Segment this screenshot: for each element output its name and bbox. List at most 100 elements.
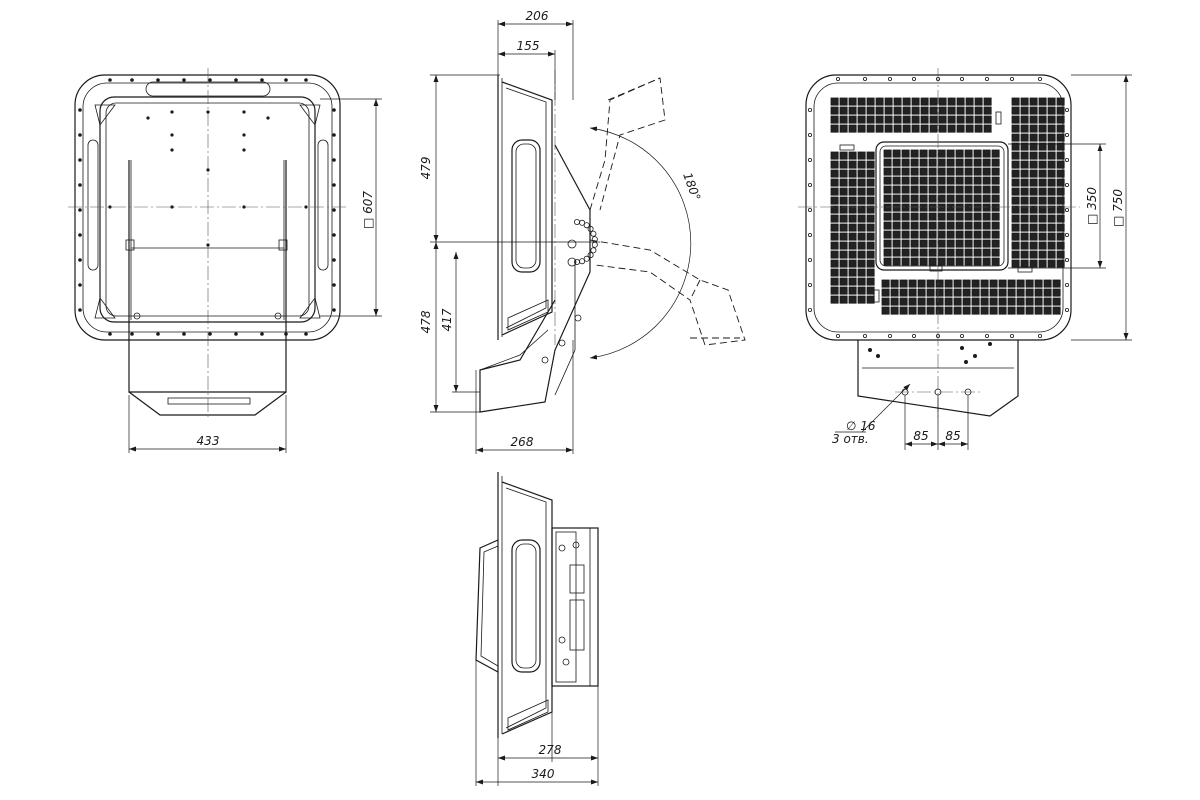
mounting-hole: [960, 333, 965, 338]
mounting-hole: [260, 78, 264, 82]
mounting-hole: [985, 333, 990, 338]
grille-cell: [1020, 106, 1029, 115]
grille-cell: [919, 158, 928, 167]
grille-cell: [953, 306, 962, 315]
grille-cell: [998, 297, 1007, 306]
grille-cell: [910, 239, 919, 248]
grille-cell: [892, 167, 901, 176]
grille-cell: [901, 221, 910, 230]
grille-cell: [956, 106, 965, 115]
mounting-hole: [266, 116, 270, 120]
grille-cell: [866, 178, 875, 187]
grille-cell: [982, 221, 991, 230]
mounting-hole: [170, 110, 174, 114]
dim-front-width: 433: [197, 434, 220, 448]
grille-cell: [1029, 160, 1038, 169]
grille-cell: [839, 187, 848, 196]
grille-cell: [857, 187, 866, 196]
grille-cell: [991, 221, 1000, 230]
mounting-hole: [836, 333, 841, 338]
grille-cell: [1056, 214, 1065, 223]
grille-cell: [937, 149, 946, 158]
pivot-hole: [579, 219, 586, 226]
grille-cell: [944, 288, 953, 297]
grille-cell: [910, 257, 919, 266]
grille-cell: [866, 169, 875, 178]
grille-cell: [971, 279, 980, 288]
grille-cell: [982, 203, 991, 212]
grille-cell: [884, 97, 893, 106]
dim-hole-diameter: ∅ 16: [846, 419, 876, 433]
front-view: 433 □ 607: [68, 68, 382, 453]
grille-cell: [983, 97, 992, 106]
grille-cell: [857, 124, 866, 133]
grille-cell: [946, 221, 955, 230]
grille-cell: [991, 185, 1000, 194]
grille-cell: [1020, 259, 1029, 268]
side-view-swing: 180° 206 155 479 478 417 268: [419, 9, 746, 454]
grille-cell: [1011, 205, 1020, 214]
mounting-hole: [108, 78, 112, 82]
mounting-hole: [836, 77, 841, 82]
grille-cell: [830, 295, 839, 304]
grille-cell: [890, 288, 899, 297]
grille-cell: [848, 151, 857, 160]
mounting-hole: [964, 360, 968, 364]
grille-cell: [947, 115, 956, 124]
grille-cell: [892, 194, 901, 203]
grille-cell: [937, 176, 946, 185]
grille-cell: [883, 203, 892, 212]
grille-cell: [902, 115, 911, 124]
pivot-hole: [579, 258, 586, 265]
grille-cell: [953, 279, 962, 288]
grille-cell: [1029, 187, 1038, 196]
grille-cell: [892, 239, 901, 248]
grille-cell: [928, 149, 937, 158]
grille-cell: [1056, 187, 1065, 196]
grille-cell: [919, 176, 928, 185]
grille-cell: [1038, 250, 1047, 259]
grille-cell: [848, 115, 857, 124]
grille-cell: [848, 268, 857, 277]
grille-cell: [857, 232, 866, 241]
grille-cell: [830, 241, 839, 250]
grille-cell: [944, 297, 953, 306]
mounting-hole: [1065, 157, 1070, 162]
grille-cell: [919, 257, 928, 266]
grille-cell: [964, 239, 973, 248]
grille-cell: [1043, 306, 1052, 315]
mounting-hole: [78, 283, 82, 287]
grille-cell: [866, 115, 875, 124]
mounting-hole: [78, 108, 82, 112]
mounting-hole: [863, 77, 868, 82]
grille-cell: [892, 158, 901, 167]
grille-cell: [974, 97, 983, 106]
grille-cell: [1038, 151, 1047, 160]
mounting-hole: [808, 182, 813, 187]
grille-cell: [1052, 288, 1061, 297]
grille-cell: [1011, 160, 1020, 169]
grille-cell: [1047, 196, 1056, 205]
grille-cell: [839, 286, 848, 295]
grille-cell: [1029, 97, 1038, 106]
grille-cell: [1025, 297, 1034, 306]
grille-cell: [983, 115, 992, 124]
grille-cell: [901, 203, 910, 212]
grille-cell: [857, 277, 866, 286]
grille-cell: [1047, 97, 1056, 106]
grille-cell: [919, 212, 928, 221]
grille-cell: [1025, 306, 1034, 315]
grille-cell: [946, 239, 955, 248]
grille-cell: [1056, 232, 1065, 241]
grille-cell: [937, 248, 946, 257]
grille-cell: [848, 241, 857, 250]
grille-cell: [866, 250, 875, 259]
grille-cell: [1034, 306, 1043, 315]
grille-cell: [964, 221, 973, 230]
grille-cell: [857, 268, 866, 277]
grille-cell: [1007, 288, 1016, 297]
grille-cell: [964, 149, 973, 158]
grille-cell: [1052, 297, 1061, 306]
grille-cell: [919, 185, 928, 194]
grille-cell: [1029, 223, 1038, 232]
